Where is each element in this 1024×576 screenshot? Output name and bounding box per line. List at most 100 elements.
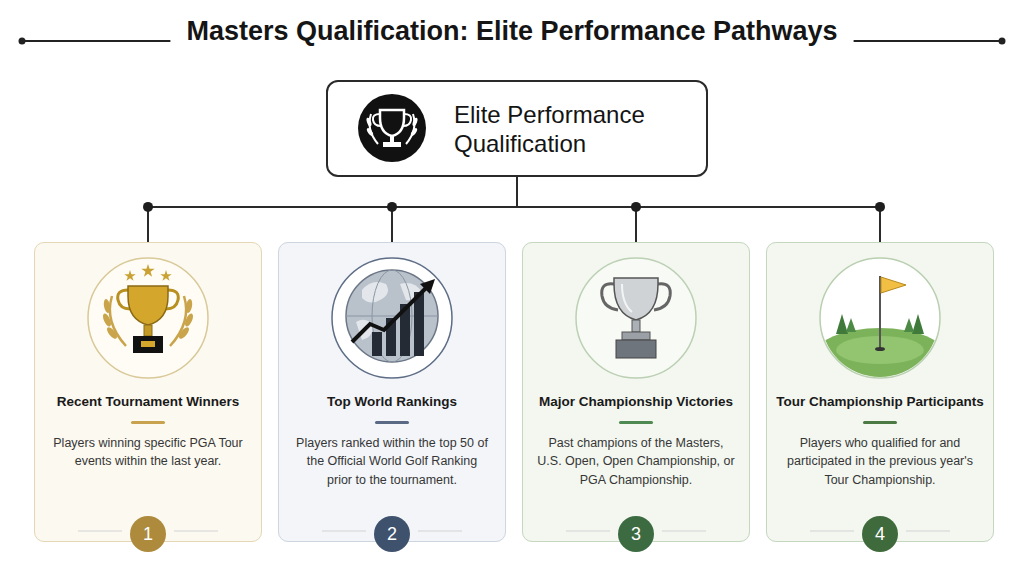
gold-trophy-icon — [110, 296, 126, 346]
silver-cup-icon — [614, 278, 658, 320]
title-rule — [999, 38, 1006, 45]
trophy-badge-icon — [410, 127, 418, 137]
globe-chart-icon — [414, 292, 424, 356]
badge-rule — [906, 530, 950, 531]
gold-trophy-icon — [88, 258, 208, 378]
root-label: Elite Performance Qualification — [454, 99, 684, 158]
title-rule — [854, 40, 1002, 42]
golf-green-icon — [881, 277, 906, 293]
card-heading: Tour Championship Participants — [776, 393, 984, 411]
trophy-badge-icon — [406, 114, 414, 144]
trophy-badge-icon — [412, 117, 419, 127]
badge-rule — [78, 530, 950, 531]
title-row: Masters Qualification: Elite Performance… — [0, 16, 1024, 47]
gold-trophy-icon — [124, 270, 135, 281]
gold-trophy-icon — [133, 336, 163, 353]
silver-cup-icon — [616, 340, 656, 358]
globe-chart-icon — [332, 258, 452, 378]
card-ground — [766, 242, 994, 542]
gold-trophy-icon — [103, 299, 111, 314]
silver-cup-icon — [576, 258, 696, 378]
gold-trophy-icon — [160, 270, 171, 281]
gold-trophy-icon — [177, 326, 191, 341]
golf-green-icon — [820, 258, 940, 378]
golf-green-icon — [836, 314, 848, 334]
junction-dot — [387, 202, 397, 212]
pathway-card: Tour Championship ParticipantsPlayers wh… — [766, 242, 994, 542]
title-rule — [19, 38, 26, 45]
golf-green-icon — [912, 314, 924, 334]
trophy-badge-icon — [358, 94, 426, 162]
gold-trophy-icon — [128, 286, 168, 325]
gold-trophy-icon — [170, 296, 186, 346]
card-ground — [278, 242, 506, 542]
gold-trophy-icon — [101, 312, 112, 327]
badge-rule — [322, 530, 366, 531]
silver-cup-icon — [622, 332, 650, 340]
badge-rule — [174, 530, 218, 531]
card-ground — [522, 242, 750, 542]
trophy-badge-icon — [383, 142, 401, 147]
card-body: Players ranked within the top 50 of the … — [285, 434, 499, 490]
globe-chart-icon — [420, 279, 435, 294]
gold-trophy-icon — [141, 341, 155, 347]
trophy-badge-icon — [373, 114, 381, 126]
gold-trophy-icon — [183, 312, 194, 327]
accent-bar — [375, 421, 409, 424]
diagram-title: Masters Qualification: Elite Performance… — [186, 16, 837, 46]
callout-number: 4 — [875, 525, 885, 543]
card-ground — [34, 242, 994, 542]
trophy-badge-icon — [358, 94, 426, 162]
gold-trophy-icon — [141, 264, 154, 277]
badge-rule — [662, 530, 706, 531]
callout-number: 2 — [387, 525, 397, 543]
silver-cup-icon — [576, 258, 696, 378]
trophy-badge-icon — [366, 127, 374, 137]
golf-green-icon — [846, 318, 856, 332]
golf-green-icon — [875, 347, 885, 351]
connector-line — [517, 177, 880, 242]
trophy-badge-icon — [403, 114, 411, 126]
callout-number: 1 — [143, 525, 153, 543]
badge-rule — [78, 530, 122, 531]
accent-bar — [863, 421, 897, 424]
globe-chart-icon — [346, 270, 438, 362]
card-heading: Major Championship Victories — [539, 393, 733, 411]
junction-dot — [631, 202, 641, 212]
connector-line — [517, 177, 636, 242]
junction-dot — [143, 202, 153, 212]
globe-chart-icon — [352, 288, 426, 342]
card-heading: Recent Tournament Winners — [57, 393, 240, 411]
trophy-badge-icon — [390, 136, 394, 142]
silver-cup-icon — [632, 320, 640, 332]
gold-trophy-icon — [105, 326, 119, 341]
trophy-badge-icon — [370, 114, 378, 144]
card-body: Past champions of the Masters, U.S. Open… — [529, 434, 743, 490]
globe-chart-icon — [346, 316, 438, 317]
number-badge: 3 — [618, 516, 654, 552]
gold-trophy-icon — [88, 258, 208, 378]
pathway-card: Major Championship VictoriesPast champio… — [522, 242, 750, 542]
connector-line — [392, 177, 517, 242]
accent-bar — [131, 421, 165, 424]
connector-line — [148, 177, 517, 242]
number-badge: 4 — [862, 516, 898, 552]
globe-chart-icon — [332, 258, 452, 378]
card-heading: Top World Rankings — [327, 393, 457, 411]
number-badge: 1 — [130, 516, 166, 552]
badge-rule — [418, 530, 462, 531]
pathway-card: Top World RankingsPlayers ranked within … — [278, 242, 506, 542]
root-box: Elite Performance Qualification — [326, 80, 708, 177]
gold-trophy-icon — [144, 325, 152, 336]
card-ground — [34, 242, 262, 542]
silver-cup-icon — [622, 284, 632, 312]
golf-green-icon — [904, 318, 914, 332]
gold-trophy-icon — [185, 299, 193, 314]
accent-bar — [619, 421, 653, 424]
callout-number: 3 — [631, 525, 641, 543]
number-badge: 2 — [374, 516, 410, 552]
